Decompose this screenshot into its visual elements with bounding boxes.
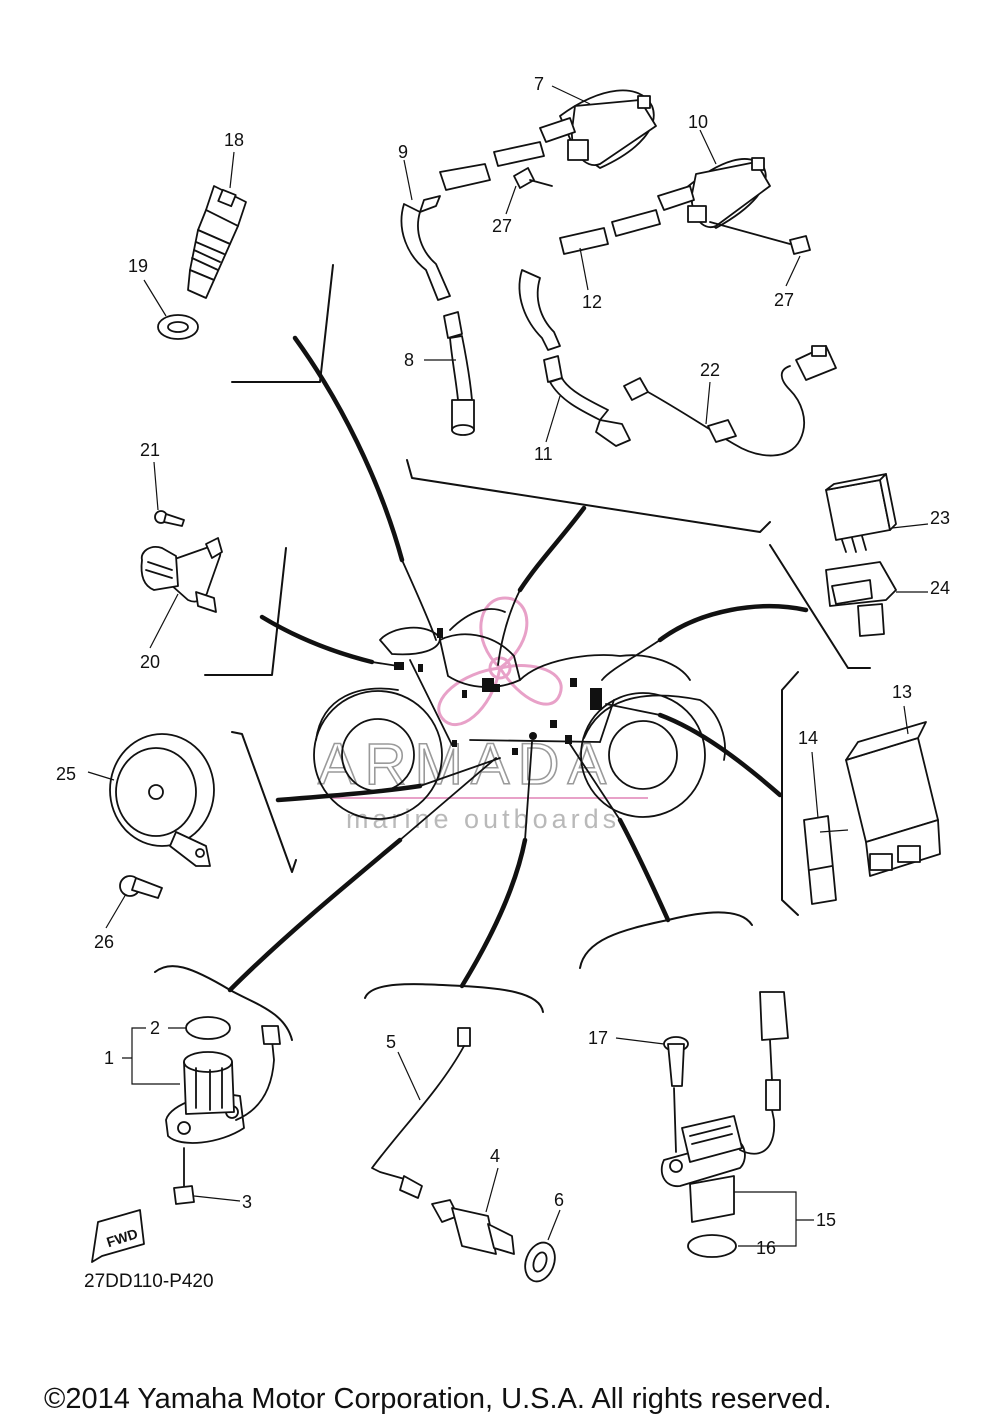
callout-6: 6: [554, 1190, 564, 1210]
callout-9: 9: [398, 142, 408, 162]
callout-25: 25: [56, 764, 76, 784]
watermark-tagline: marine outboards: [346, 804, 620, 834]
gasket-19: [157, 314, 199, 340]
callout-16: 16: [756, 1238, 776, 1258]
crank-sensor-1: [165, 1025, 281, 1144]
gasket-6: [524, 1241, 556, 1283]
callout-23: 23: [930, 508, 950, 528]
callout-21: 21: [140, 440, 160, 460]
bolt-27a: [513, 167, 553, 189]
callout-1: 1: [104, 1048, 114, 1068]
callout-12: 12: [582, 292, 602, 312]
bolt-21: [154, 510, 185, 527]
relay-23: [825, 473, 897, 553]
o2-sensor-lead-5: [371, 1027, 471, 1199]
horn-25: [109, 733, 215, 867]
callout-18: 18: [224, 130, 244, 150]
callout-26: 26: [94, 932, 114, 952]
o-ring-16: [687, 1234, 737, 1258]
callout-17: 17: [588, 1028, 608, 1048]
bolt-27b: [709, 221, 811, 255]
callout-8: 8: [404, 350, 414, 370]
callout-numbers: 18 19 7 9 27 10 12 27 8 11 22 21 20 23 2…: [56, 74, 950, 1258]
watermark-logo: [437, 596, 563, 726]
callout-2: 2: [150, 1018, 160, 1038]
callout-3: 3: [242, 1192, 252, 1212]
harness-markers: [394, 628, 602, 755]
spark-plug-cap-11: [543, 355, 631, 447]
callout-10: 10: [688, 112, 708, 132]
callout-19: 19: [128, 256, 148, 276]
ignition-coil-10: [657, 157, 771, 229]
spark-plug-cap-8: [443, 311, 475, 436]
callout-27a: 27: [492, 216, 512, 236]
callout-13: 13: [892, 682, 912, 702]
callout-14: 14: [798, 728, 818, 748]
diagram-code: 27DD110-P420: [84, 1271, 214, 1292]
callout-7: 7: [534, 74, 544, 94]
relay-bracket-24: [825, 561, 897, 637]
callout-5: 5: [386, 1032, 396, 1052]
callout-4: 4: [490, 1146, 500, 1166]
fwd-direction-badge: FWD: [91, 1209, 145, 1263]
callout-27b: 27: [774, 290, 794, 310]
ecu-13: [845, 721, 941, 877]
group-connector-lines: [227, 335, 809, 993]
bolt-3: [173, 1147, 195, 1205]
callout-15: 15: [816, 1210, 836, 1230]
lead-wire-22: [623, 345, 837, 457]
throttle-sensor-20: [140, 537, 223, 613]
plug-cap-lead-12: [518, 209, 661, 351]
bolt-26: [119, 875, 163, 899]
copyright-notice: ©2014 Yamaha Motor Corporation, U.S.A. A…: [44, 1383, 832, 1415]
sheet-14: [803, 815, 837, 905]
callout-20: 20: [140, 652, 160, 672]
bolt-17: [663, 1036, 689, 1153]
callout-11: 11: [534, 444, 553, 464]
speed-sensor-15: [660, 991, 789, 1223]
callout-22: 22: [700, 360, 720, 380]
plug-cap-lead-9: [400, 141, 545, 301]
group-brackets: [154, 264, 871, 1041]
ignition-coil-7: [539, 89, 657, 169]
o-ring-2: [185, 1016, 231, 1040]
leader-lines: [87, 85, 929, 1247]
callout-24: 24: [930, 578, 950, 598]
temperature-sensor-18: [187, 185, 247, 299]
o2-sensor-4: [431, 1199, 515, 1255]
